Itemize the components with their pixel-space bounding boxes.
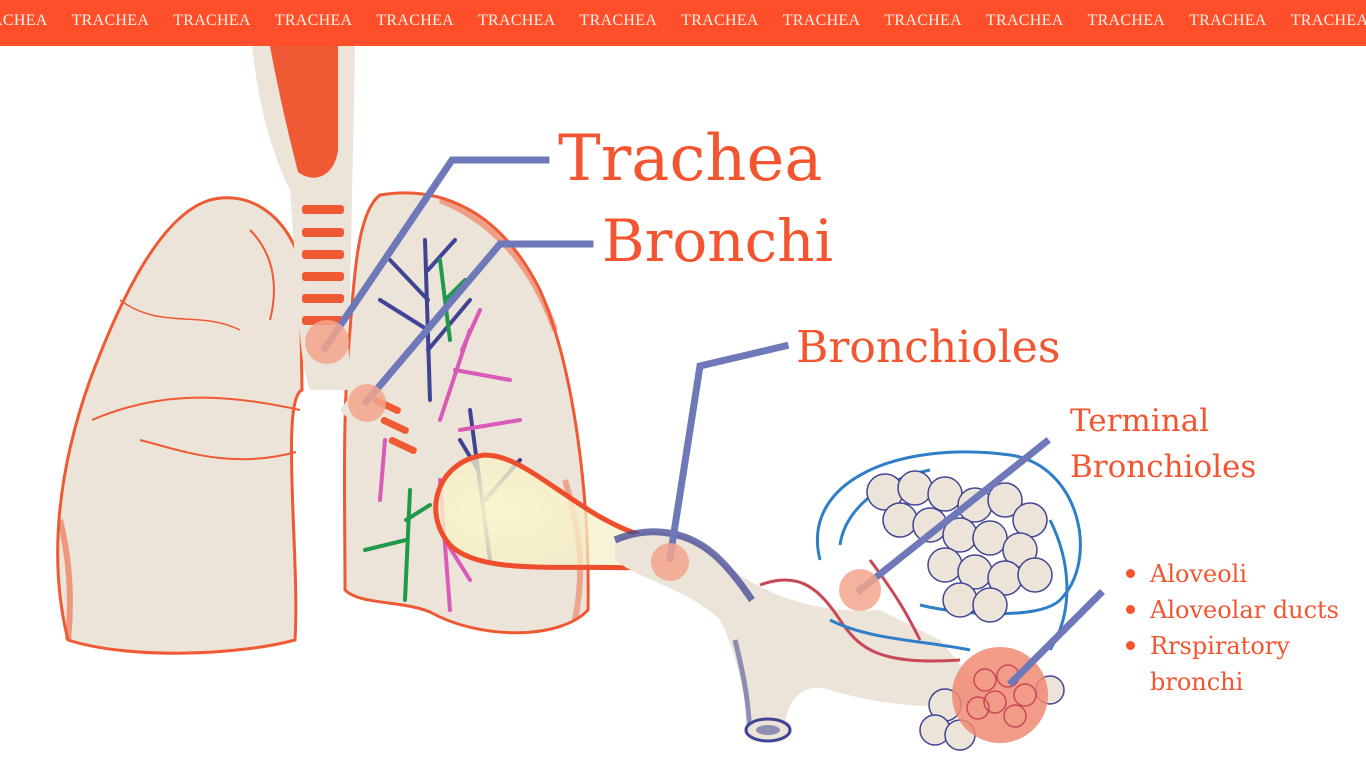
callout-lines	[320, 156, 1105, 687]
banner-word: TRACHEA	[173, 12, 251, 29]
bronchioles-callout-line	[666, 341, 790, 562]
trachea-banner: TRACHEA TRACHEA TRACHEA TRACHEA TRACHEA …	[0, 0, 1366, 46]
upper-alveolar-sac	[816, 450, 1082, 623]
bronchi-label: Bronchi	[602, 207, 834, 275]
markers	[305, 320, 881, 611]
trachea-label: Trachea	[558, 122, 823, 196]
trachea-marker	[305, 320, 349, 364]
banner-word: TRACHEA	[1087, 12, 1166, 29]
bullet-item: Aloveoli	[1122, 556, 1366, 592]
banner-word: TRACHEA	[782, 12, 861, 29]
bullet-item: Aloveolar ducts	[1122, 592, 1366, 628]
bronchial-tube	[613, 528, 990, 743]
banner-word: TRACHEA	[477, 12, 556, 29]
terminal-bronchioles-callout-line	[855, 437, 1051, 595]
bronchioles-marker	[651, 543, 689, 581]
banner-track: TRACHEA TRACHEA TRACHEA TRACHEA TRACHEA …	[0, 12, 1366, 30]
banner-word: TRACHEA	[274, 12, 353, 29]
alveoli-callout-line	[1007, 589, 1105, 687]
alveoli-bullet-list: Aloveoli Aloveolar ducts Rrspiratory bro…	[1122, 556, 1366, 700]
banner-word: TRACHEA	[1290, 12, 1366, 29]
trachea-callout-line	[320, 156, 550, 353]
banner-word: TRACHEA	[376, 12, 454, 29]
terminal-bronchioles-marker	[839, 569, 881, 611]
bronchioles-label: Bronchioles	[796, 322, 1061, 373]
zoom-beam	[433, 452, 654, 571]
banner-word: TRACHEA	[1189, 12, 1267, 29]
banner-word: TRACHEA	[0, 12, 48, 29]
bullet-item: Rrspiratory bronchi	[1122, 628, 1366, 700]
banner-word: TRACHEA	[579, 12, 658, 29]
terminal-bronchioles-label: Terminal Bronchioles	[1070, 403, 1257, 485]
banner-word: TRACHEA	[71, 12, 150, 29]
banner-word: TRACHEA	[681, 12, 759, 29]
banner-word: TRACHEA	[985, 12, 1064, 29]
trachea-tube	[252, 46, 420, 470]
left-lung	[56, 196, 304, 655]
bronchi-marker	[348, 384, 386, 422]
bronchi-callout-line	[361, 240, 594, 407]
banner-word: TRACHEA	[884, 12, 962, 29]
